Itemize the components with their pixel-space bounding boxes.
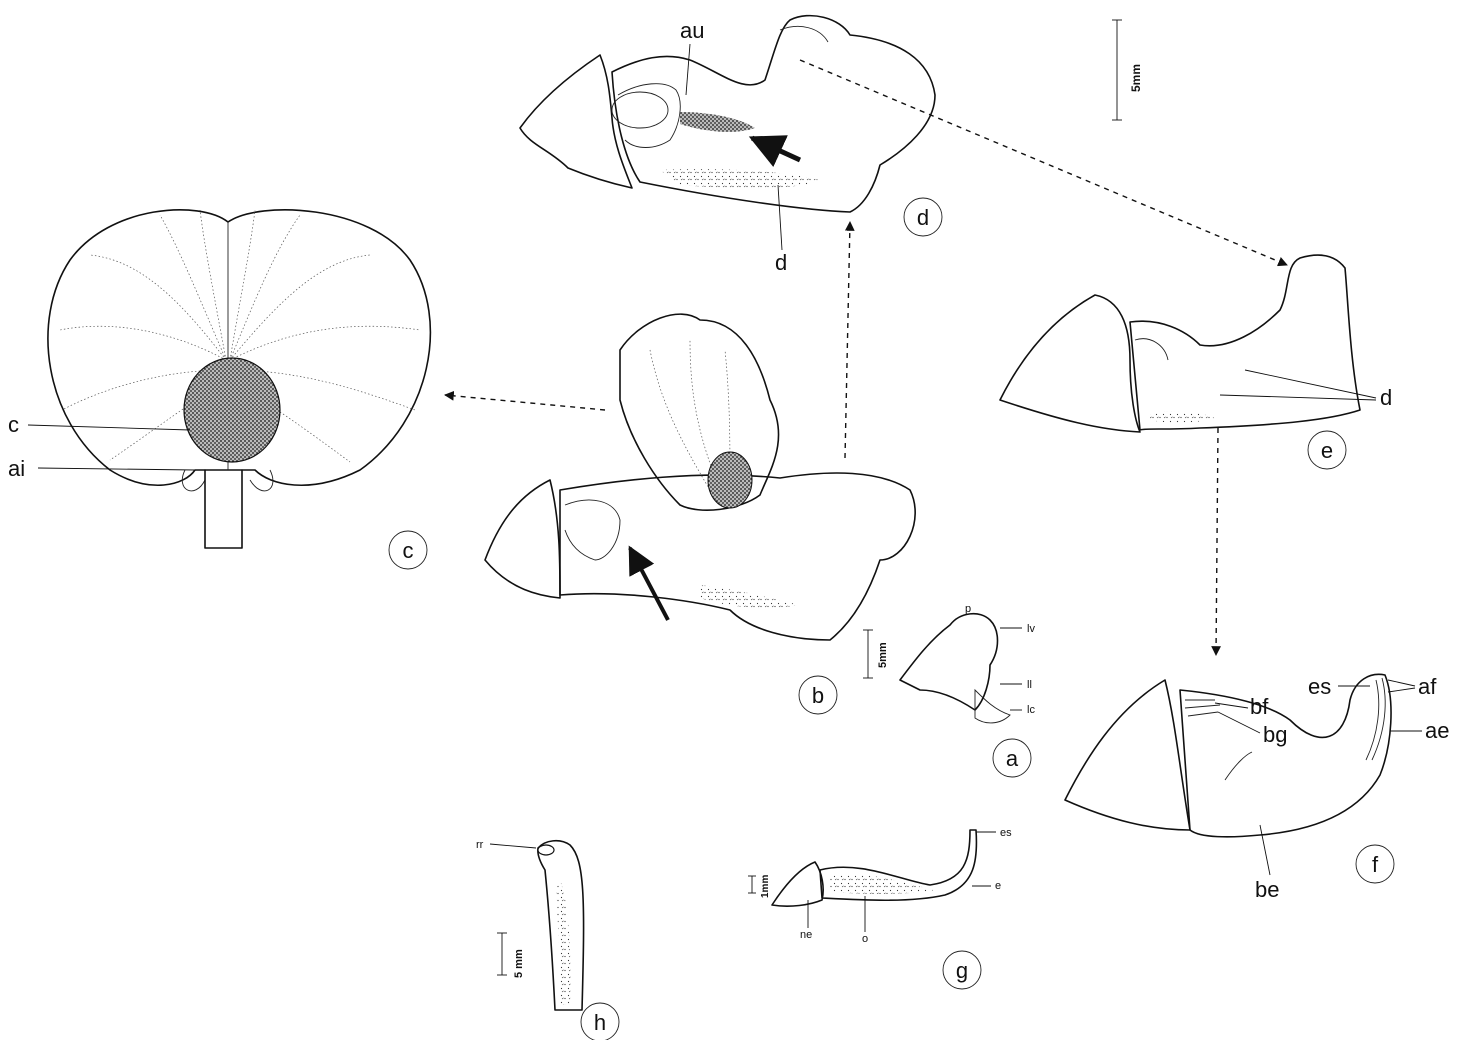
panel-a-label-lc: lc [1027,704,1035,716]
panel-d-arrow [752,138,800,160]
panel-c-claw [205,470,242,548]
panel-b-letter: b [812,683,824,708]
panel-e: d e [1000,255,1392,469]
arrow-d-to-e [800,60,1287,265]
panel-f-label-bf: bf [1250,694,1269,719]
panel-a-flower-bud [900,614,998,710]
panel-g: 1mm es e ne o g [748,827,1012,989]
panel-g-label-o: o [862,933,868,945]
arrow-b-to-d [845,222,850,458]
panel-a-label-p: p [965,603,971,615]
panel-a: 5mm p lv ll lc a [863,603,1035,777]
panel-c-blotch [184,358,280,462]
panel-f-keel [1180,674,1391,836]
panel-h: 5 mm rr h [476,839,619,1040]
panel-g-scale-label: 1mm [760,875,771,898]
panel-a-label-lv: lv [1027,623,1035,635]
panel-f-label-be: be [1255,877,1279,902]
panel-b-standard [620,314,779,510]
panel-c: c ai c [8,210,430,569]
panel-d: au d d [520,16,942,275]
panel-a-scale-label: 5mm [877,642,889,668]
panel-c-letter: c [403,538,414,563]
panel-f-calyx [1065,680,1190,830]
panel-f-label-bg: bg [1263,722,1287,747]
panel-a-letter: a [1006,746,1019,771]
scale-bar-main-label: 5mm [1129,64,1143,92]
panel-c-label-c: c [8,412,19,437]
panel-d-label-d: d [775,250,787,275]
scale-bar-main: 5mm [1112,20,1143,120]
panel-d-keel-shading [660,169,820,188]
arrow-e-to-f [1216,428,1218,655]
panel-e-letter: e [1321,438,1333,463]
connector-arrows [445,60,1287,655]
panel-d-hatched-area [680,112,755,132]
panel-d-letter: d [917,205,929,230]
panel-b-arrow [630,548,668,620]
panel-c-label-ai: ai [8,456,25,481]
panel-f-label-es: es [1308,674,1331,699]
panel-e-label-d: d [1380,385,1392,410]
panel-d-calyx [520,55,632,188]
panel-f: es af ae bf bg be f [1065,674,1449,902]
panel-e-calyx [1000,295,1140,432]
panel-g-label-es: es [1000,827,1012,839]
panel-h-letter: h [594,1010,606,1035]
panel-f-label-ae: ae [1425,718,1449,743]
panel-g-label-e: e [995,880,1001,892]
panel-g-calyx [772,862,823,906]
panel-b: b [485,314,915,714]
panel-h-scale-label: 5 mm [513,949,525,978]
panel-f-letter: f [1372,852,1379,877]
panel-a-label-ll: ll [1027,679,1032,691]
panel-d-label-au: au [680,18,704,43]
panel-b-calyx [485,480,560,598]
panel-e-corolla [1130,255,1360,430]
panel-f-label-af: af [1418,674,1437,699]
panel-h-label-rr: rr [476,839,484,851]
panel-g-letter: g [956,958,968,983]
panel-g-label-ne: ne [800,929,812,941]
arrow-b-to-c [445,395,605,410]
